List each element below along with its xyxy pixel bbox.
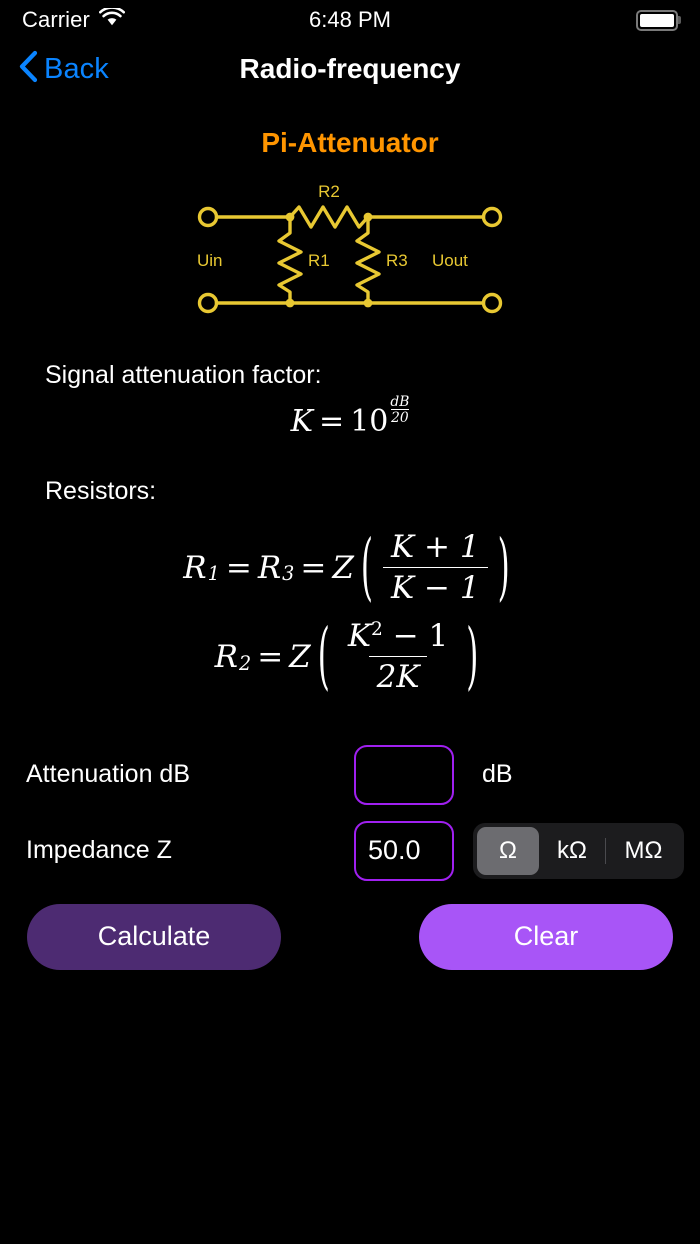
status-bar: Carrier 6:48 PM: [0, 0, 700, 40]
r2-num-exponent: 2: [371, 618, 383, 640]
attenuation-factor-label: Signal attenuation factor:: [45, 361, 322, 389]
battery-full-icon: [636, 9, 678, 31]
resistors-label: Resistors:: [45, 477, 157, 505]
r13-z-symbol: Z: [332, 549, 354, 586]
r1-subscript: 1: [207, 562, 220, 586]
impedance-label: Impedance Z: [26, 836, 172, 865]
r3-symbol: R: [257, 549, 282, 586]
r13-paren-close: ): [497, 525, 510, 611]
r13-equals-1: =: [225, 549, 252, 586]
r2-paren-close: ): [466, 614, 479, 700]
r13-numerator: K + 1: [391, 529, 480, 565]
k-formula-row: K = 10 dB 20: [0, 394, 700, 439]
action-button-row: Calculate Clear: [0, 903, 700, 970]
r2-symbol: R: [214, 639, 238, 676]
k-formula: K = 10 dB 20: [290, 394, 410, 439]
r1-symbol: R: [183, 549, 207, 586]
k-exp-denominator: 20: [391, 409, 409, 427]
attenuation-input[interactable]: [354, 744, 454, 805]
back-label: Back: [44, 52, 109, 85]
circuit-label-uout: Uout: [432, 251, 468, 270]
clear-button[interactable]: Clear: [419, 903, 673, 970]
r2-equals: =: [257, 639, 284, 676]
section-heading: Pi-Attenuator: [261, 127, 439, 158]
k-exponent: dB 20: [390, 393, 410, 427]
r2-num-base: K: [347, 618, 371, 655]
impedance-input-row: Impedance Z Ω kΩ MΩ: [0, 819, 700, 883]
circuit-label-r1: R1: [308, 251, 330, 270]
segment-divider: [604, 837, 607, 864]
r2-numerator: K2 − 1: [340, 619, 456, 656]
circuit-label-r3: R3: [386, 251, 408, 270]
k-base: 10: [350, 404, 389, 439]
circuit-label-uin: Uin: [197, 251, 223, 270]
k-symbol: K: [290, 404, 314, 439]
r2-z-symbol: Z: [289, 639, 311, 676]
unit-segment-mega-ohm[interactable]: MΩ: [624, 836, 663, 864]
k-exp-numerator: dB: [390, 393, 410, 410]
attenuation-input-row: Attenuation dB dB: [0, 743, 700, 807]
r13-paren-open: (: [360, 525, 374, 611]
status-bar-left: Carrier: [22, 6, 125, 33]
status-bar-right: [636, 9, 678, 31]
navigation-bar: Back Radio-frequency: [0, 40, 700, 98]
circuit-label-r2: R2: [318, 185, 340, 201]
unit-segment-ohm[interactable]: Ω: [477, 826, 539, 875]
r2-denominator: 2K: [368, 656, 428, 695]
r2-num-rest: − 1: [392, 618, 449, 655]
unit-segment-kilo-ohm[interactable]: kΩ: [557, 836, 587, 864]
r2-subscript: 2: [238, 651, 252, 675]
chevron-left-icon: [18, 50, 38, 88]
r2-paren-open: (: [317, 614, 330, 700]
back-button[interactable]: Back: [0, 50, 109, 88]
attenuation-label: Attenuation dB: [26, 760, 191, 789]
calculate-button[interactable]: Calculate: [27, 903, 281, 970]
battery-fill: [640, 13, 674, 27]
r2-fraction: K2 − 1 2K: [340, 619, 456, 694]
r3-subscript: 3: [282, 562, 295, 586]
r13-fraction: K + 1 K − 1: [383, 530, 488, 605]
k-equals: =: [319, 404, 345, 439]
circuit-diagram-container: R2 R1 R3 Uin Uout: [0, 185, 700, 325]
carrier-label: Carrier: [22, 7, 90, 32]
attenuation-unit-label: dB: [482, 760, 513, 789]
impedance-unit-segmented-control[interactable]: Ω kΩ MΩ: [473, 822, 685, 879]
pi-attenuator-schematic: R2 R1 R3 Uin Uout: [197, 185, 503, 314]
wifi-icon: [98, 6, 125, 32]
impedance-input[interactable]: [354, 820, 454, 881]
r13-equals-2: =: [300, 549, 327, 586]
r13-denominator: K − 1: [383, 566, 488, 606]
